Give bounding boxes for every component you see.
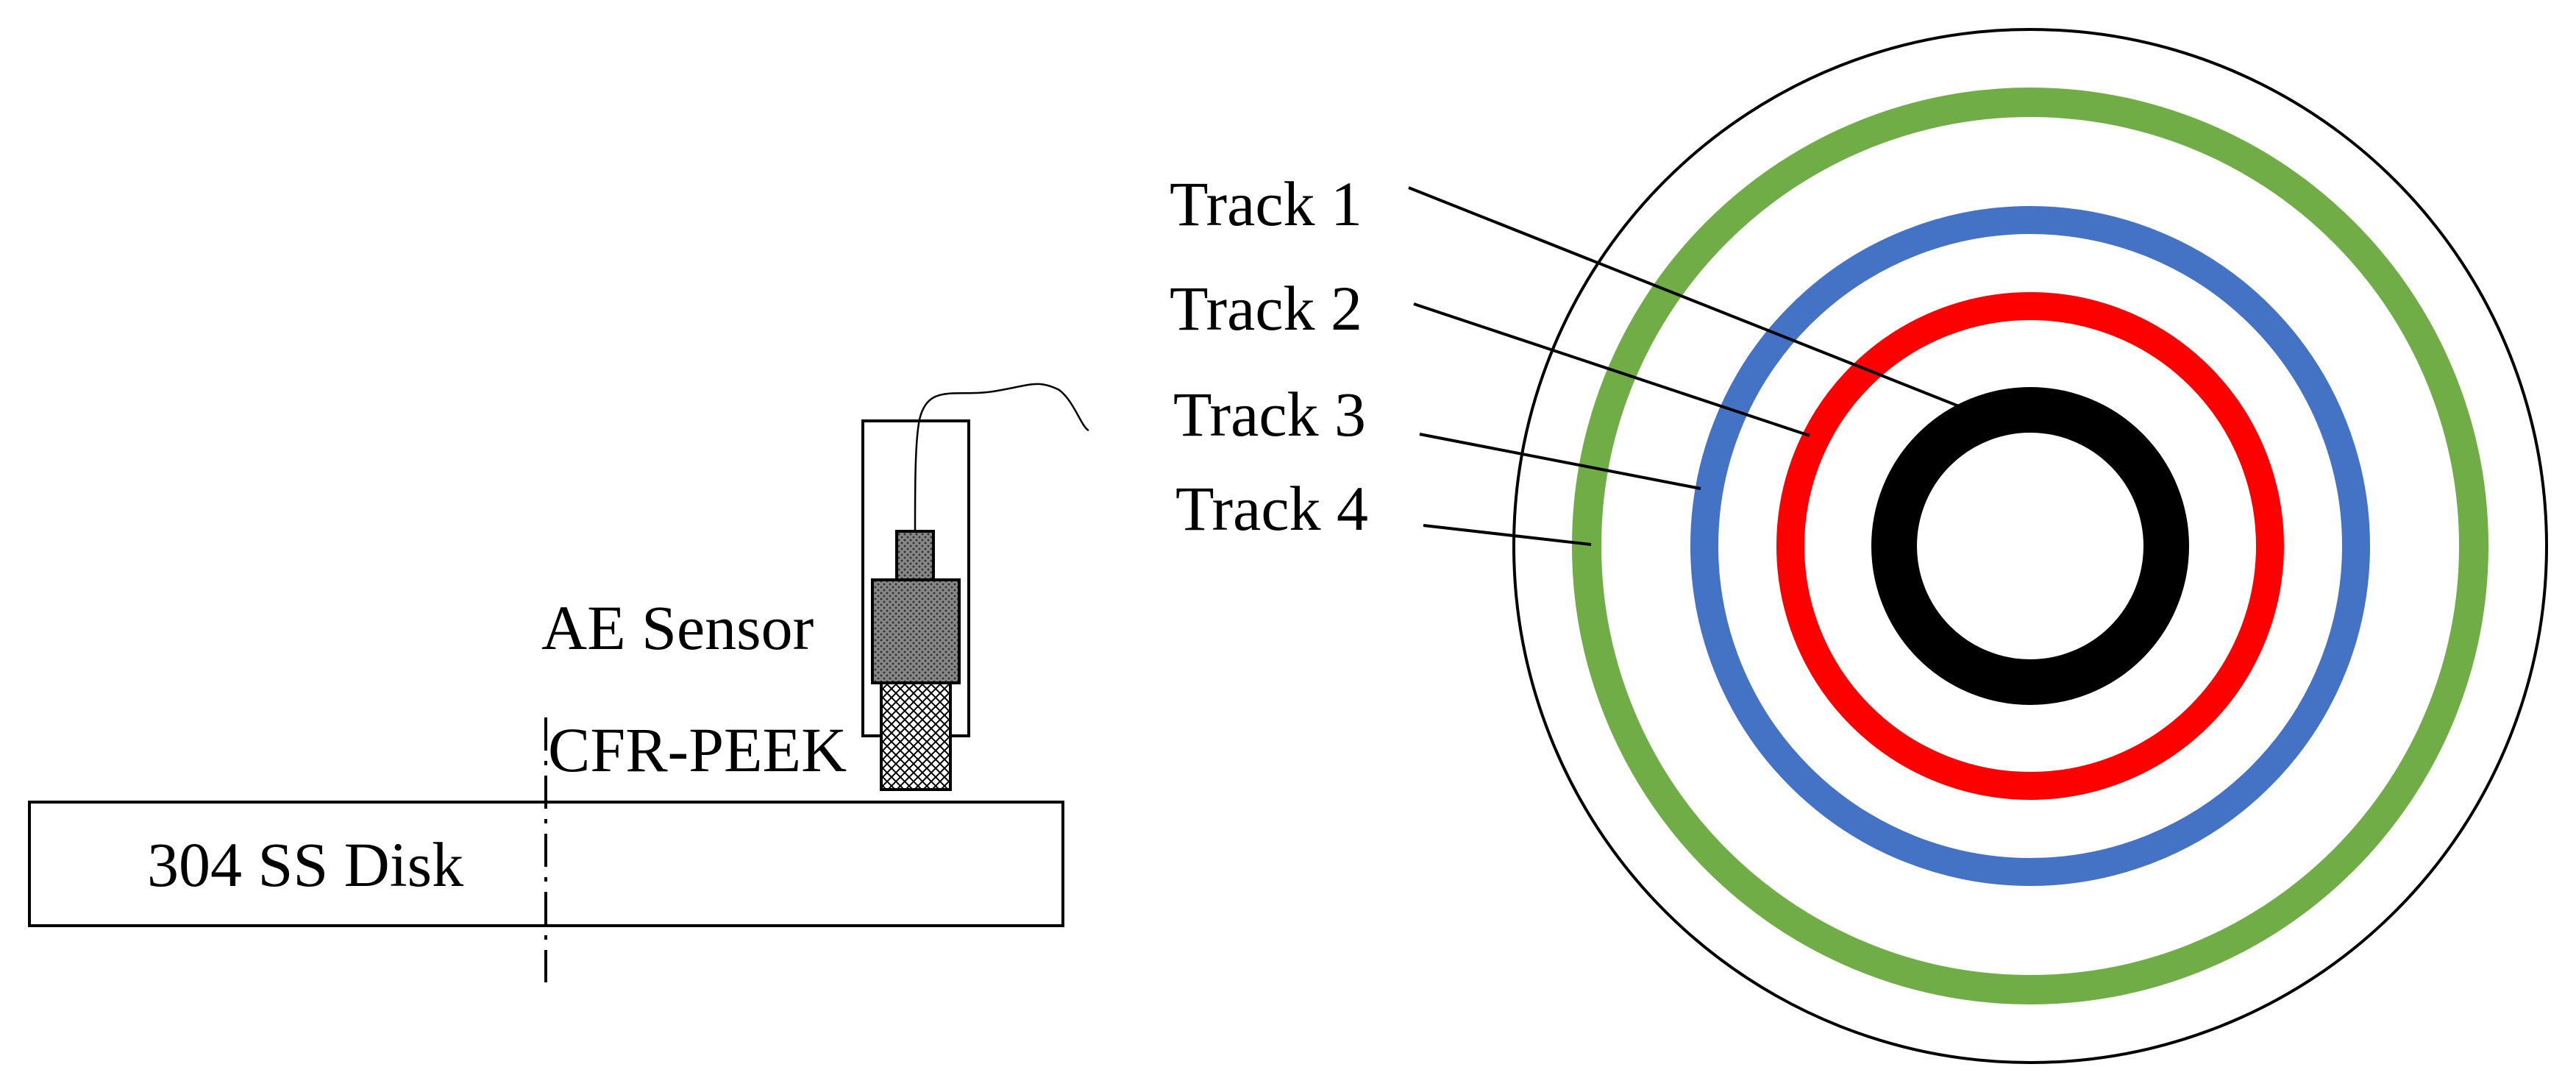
track-4-label: Track 4 [1175, 473, 1368, 544]
waveguide-label: CFR-PEEK [548, 715, 847, 785]
track-2-leader [1413, 302, 1810, 437]
track-3-ring [1690, 206, 2370, 886]
side-view: 304 SS Disk AE Sensor CFR-PEEK [28, 383, 1089, 982]
track-2-label: Track 2 [1170, 273, 1362, 344]
track-1-leader [1408, 186, 1967, 411]
track-2-ring [1776, 292, 2284, 800]
track-3-label: Track 3 [1173, 379, 1366, 450]
track-4-leader [1423, 524, 1592, 546]
disk-label: 304 SS Disk [147, 829, 463, 900]
waveguide-block [880, 681, 952, 791]
top-view: Track 1 Track 2 Track 3 Track 4 [1170, 28, 2548, 1064]
ae-sensor-body [871, 578, 961, 684]
sensor-connector [895, 530, 935, 581]
sensor-cable [914, 383, 1089, 532]
track-4-ring [1572, 88, 2488, 1004]
track-3-leader [1419, 433, 1701, 490]
track-1-label: Track 1 [1170, 169, 1362, 239]
track-1-ring [1871, 387, 2189, 705]
disk-outline [1512, 28, 2548, 1064]
sensor-label: AE Sensor [541, 592, 814, 663]
